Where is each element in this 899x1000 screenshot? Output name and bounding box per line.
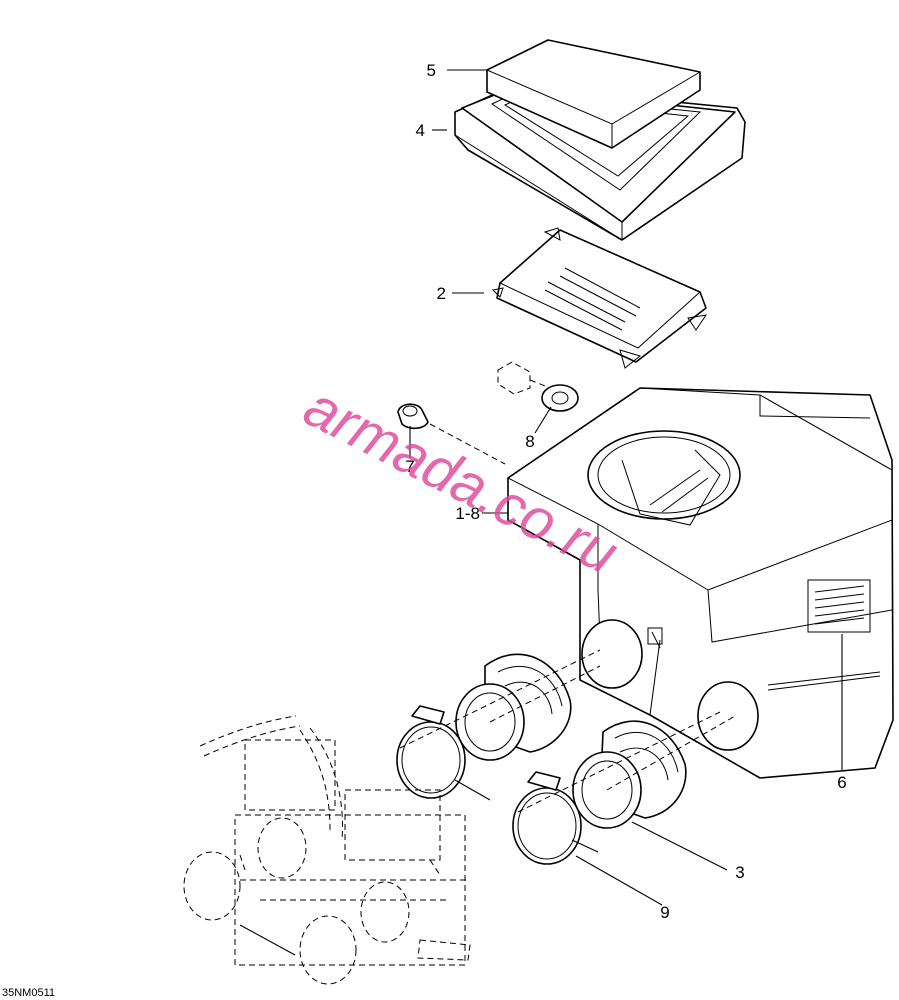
figure-code: 35NM0511 xyxy=(2,987,55,999)
callout-1-8: 1-8 xyxy=(455,504,480,523)
callout-7: 7 xyxy=(405,457,414,476)
callout-3: 3 xyxy=(735,863,744,882)
part-dashed-bolt xyxy=(497,361,551,395)
part-5-filter-block xyxy=(486,39,701,149)
part-9-clamps xyxy=(396,705,582,865)
callout-8: 8 xyxy=(525,432,534,451)
callout-9: 9 xyxy=(660,903,669,922)
callout-4: 4 xyxy=(416,121,425,140)
callout-5: 5 xyxy=(427,61,436,80)
leader-lines xyxy=(409,69,843,906)
callout-labels: 5 4 2 8 7 1-8 6 3 9 xyxy=(405,61,846,922)
part-6-airbox xyxy=(507,387,894,779)
part-carburetor-assembly-dashed xyxy=(183,715,471,985)
part-2-plate xyxy=(491,227,708,369)
alignment-axes xyxy=(239,423,736,956)
callout-6: 6 xyxy=(837,773,846,792)
part-8-grommet xyxy=(541,384,579,412)
part-4-filter-frame xyxy=(454,85,746,241)
callout-2: 2 xyxy=(437,284,446,303)
part-7-cap xyxy=(397,403,429,430)
